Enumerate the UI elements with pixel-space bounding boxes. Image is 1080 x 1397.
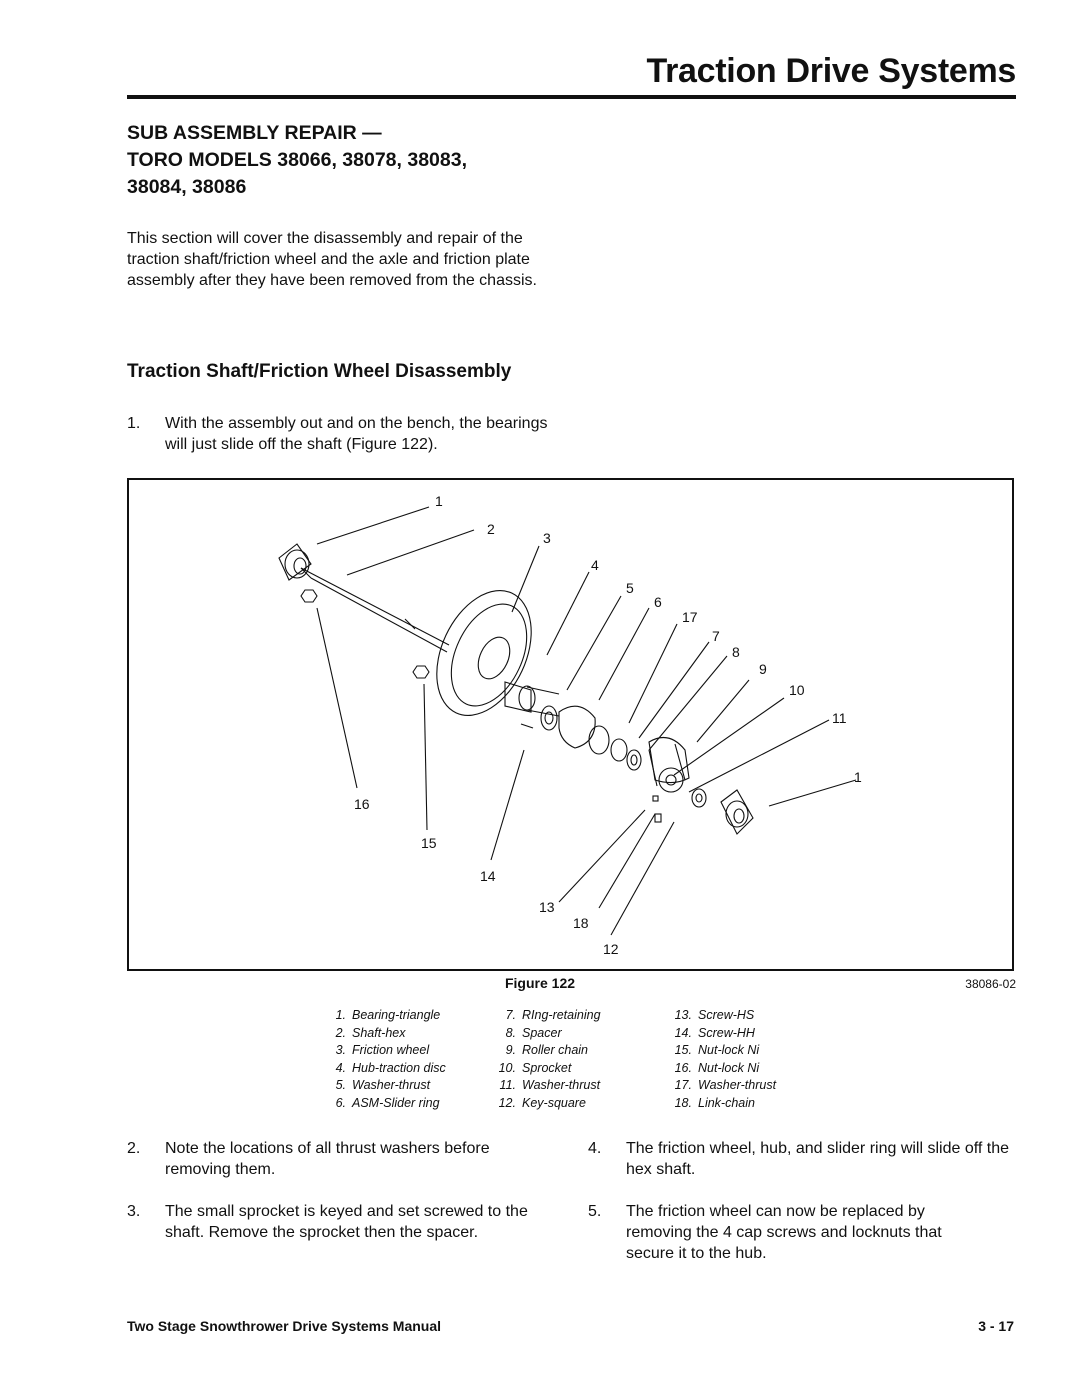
callout-label: 17 — [682, 609, 698, 625]
figure-122-illustration: 1 2 3 4 5 6 17 7 8 9 10 11 1 16 15 14 13… — [127, 478, 1014, 971]
legend-label: ASM-Slider ring — [352, 1095, 440, 1110]
legend-number: 16. — [674, 1060, 692, 1075]
legend-label: Shaft-hex — [352, 1025, 406, 1040]
callout-label: 15 — [421, 835, 437, 851]
intro-paragraph: This section will cover the disassembly … — [127, 230, 537, 289]
callout-label: 5 — [626, 580, 634, 596]
step-text: With the assembly out and on the bench, … — [165, 415, 548, 453]
legend-label: Friction wheel — [352, 1043, 430, 1058]
legend-label: Nut-lock Ni — [698, 1060, 760, 1075]
chapter-title: Traction Drive Systems — [646, 52, 1017, 90]
legend-number: 15. — [674, 1043, 692, 1058]
callout-label: 7 — [712, 628, 720, 644]
step-text: The friction wheel, hub, and slider ring… — [626, 1140, 1010, 1178]
section-heading-line: TORO MODELS 38066, 38078, 38083, — [127, 149, 467, 171]
step-number: 1. — [127, 415, 141, 432]
legend-number: 13. — [674, 1008, 692, 1022]
legend-number: 11. — [499, 1078, 516, 1093]
legend-label: Nut-lock Ni — [698, 1043, 760, 1058]
legend-label: Washer-thrust — [522, 1078, 601, 1093]
callout-label: 3 — [543, 530, 551, 546]
subsection-heading: Traction Shaft/Friction Wheel Disassembl… — [127, 361, 512, 382]
step-number: 5. — [588, 1203, 602, 1220]
legend-label: Link-chain — [698, 1095, 755, 1110]
legend-label: Spacer — [522, 1025, 562, 1040]
legend-number: 3. — [335, 1043, 346, 1058]
step-number: 2. — [127, 1140, 141, 1157]
callout-label: 6 — [654, 594, 662, 610]
callout-label: 2 — [487, 521, 495, 537]
legend-number: 7. — [505, 1008, 516, 1022]
legend-number: 9. — [505, 1043, 516, 1058]
figure-caption: Figure 122 — [504, 975, 576, 991]
callout-label: 9 — [759, 661, 767, 677]
step-1: 1. With the assembly out and on the benc… — [127, 413, 557, 455]
callout-label: 12 — [603, 941, 619, 957]
callout-label: 13 — [539, 899, 555, 915]
step-number: 4. — [588, 1140, 602, 1157]
step-text: The small sprocket is keyed and set scre… — [165, 1203, 528, 1241]
footer-page-number: 3 - 17 — [978, 1318, 1014, 1334]
callout-label: 1 — [435, 493, 443, 509]
callout-label: 11 — [832, 710, 847, 726]
figure-code: 38086-02 — [965, 977, 1016, 991]
step-5: 5. The friction wheel can now be replace… — [588, 1201, 988, 1264]
legend-label: Screw-HS — [698, 1008, 755, 1022]
callout-label: 1 — [854, 769, 862, 785]
legend-number: 17. — [674, 1078, 692, 1093]
legend-number: 18. — [674, 1095, 692, 1110]
callout-label: 14 — [480, 868, 496, 884]
legend-number: 4. — [335, 1060, 346, 1075]
section-heading: SUB ASSEMBLY REPAIR — TORO MODELS 38066,… — [127, 120, 467, 201]
legend-number: 14. — [674, 1025, 692, 1040]
legend-number: 12. — [498, 1095, 516, 1110]
title-rule — [127, 95, 1016, 99]
callout-label: 4 — [591, 557, 599, 573]
callout-label: 16 — [354, 796, 370, 812]
section-heading-line: SUB ASSEMBLY REPAIR — — [127, 122, 382, 144]
exploded-view-drawing — [278, 506, 857, 936]
callout-label: 18 — [573, 915, 589, 931]
step-text: Note the locations of all thrust washers… — [165, 1140, 490, 1178]
step-3: 3. The small sprocket is keyed and set s… — [127, 1201, 547, 1243]
legend-number: 8. — [505, 1025, 516, 1040]
callout-label: 10 — [789, 682, 805, 698]
legend-label: Bearing-triangle — [352, 1008, 441, 1022]
footer-manual-title: Two Stage Snowthrower Drive Systems Manu… — [127, 1318, 442, 1334]
legend-label: Key-square — [522, 1095, 586, 1110]
legend-number: 1. — [335, 1008, 346, 1022]
legend-label: Roller chain — [522, 1043, 589, 1058]
step-4: 4. The friction wheel, hub, and slider r… — [588, 1138, 1018, 1180]
legend-label: Washer-thrust — [352, 1078, 431, 1093]
legend-label: Washer-thrust — [698, 1078, 777, 1093]
legend-label: Screw-HH — [698, 1025, 755, 1040]
legend-number: 10. — [498, 1060, 516, 1075]
legend-number: 5. — [335, 1078, 346, 1093]
step-text: The friction wheel can now be replaced b… — [626, 1203, 942, 1262]
section-heading-line: 38084, 38086 — [127, 176, 247, 198]
legend-number: 6. — [335, 1095, 346, 1110]
legend-number: 2. — [335, 1025, 346, 1040]
legend-label: RIng-retaining — [522, 1008, 601, 1022]
legend-label: Sprocket — [522, 1060, 572, 1075]
step-2: 2. Note the locations of all thrust wash… — [127, 1138, 547, 1180]
callout-label: 8 — [732, 644, 740, 660]
legend-label: Hub-traction disc — [352, 1060, 446, 1075]
step-number: 3. — [127, 1203, 141, 1220]
